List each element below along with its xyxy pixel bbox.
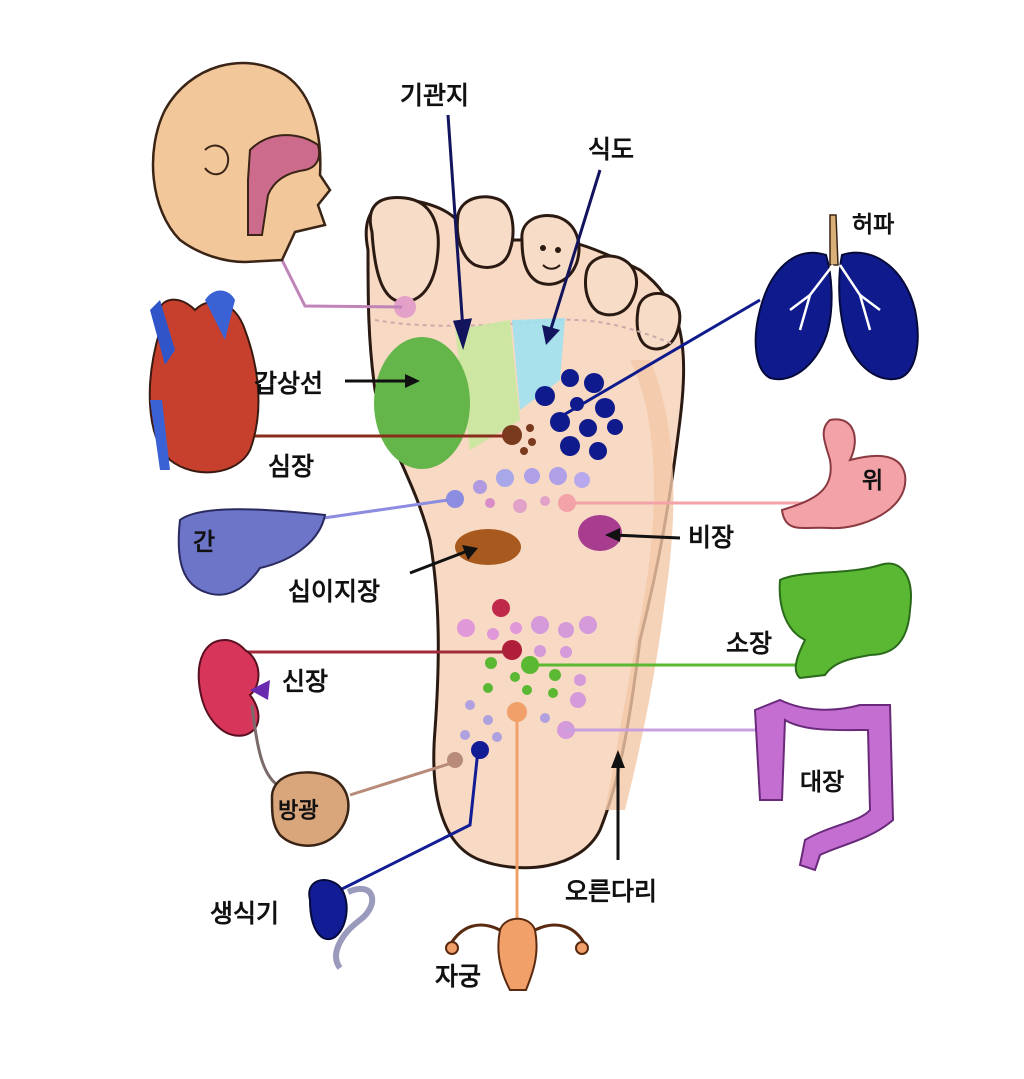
kidney-icon xyxy=(197,638,286,792)
arrows xyxy=(345,114,681,860)
lung-connector xyxy=(554,298,761,422)
lung-icon xyxy=(754,214,919,381)
spleen-zone xyxy=(578,515,622,551)
label-thyroid: 갑상선 xyxy=(254,369,323,398)
label-small-intestine: 소장 xyxy=(726,629,772,658)
label-large-intestine: 대장 xyxy=(800,768,844,796)
connector-lines xyxy=(235,239,830,925)
head-connector xyxy=(270,239,403,309)
liver-icon xyxy=(177,508,327,596)
label-liver: 간 xyxy=(193,528,215,556)
genitals-icon xyxy=(308,879,376,970)
liver-connector xyxy=(309,497,456,522)
small-intestine-icon xyxy=(778,562,912,680)
esophagus-zone xyxy=(512,318,565,410)
label-kidney: 신장 xyxy=(282,667,328,696)
genitals-connector xyxy=(339,749,480,892)
duodenum-zone xyxy=(455,529,521,565)
uterus-icon xyxy=(445,917,589,991)
label-genitals: 생식기 xyxy=(210,899,279,928)
stomach-icon xyxy=(780,418,907,530)
bronchi-zone xyxy=(455,320,520,450)
lower-dots xyxy=(394,296,597,768)
label-esophagus: 식도 xyxy=(588,135,634,164)
label-spleen: 비장 xyxy=(688,523,734,552)
label-bronchi: 기관지 xyxy=(400,81,469,110)
label-lung: 허파 xyxy=(852,212,894,238)
label-uterus: 자궁 xyxy=(435,962,481,991)
label-heart: 심장 xyxy=(268,452,314,481)
label-duodenum: 십이지장 xyxy=(288,577,380,606)
foot-icon xyxy=(364,195,686,870)
label-stomach: 위 xyxy=(862,468,883,494)
head-icon xyxy=(151,61,332,264)
heart-dots xyxy=(502,424,536,455)
label-bladder: 방광 xyxy=(278,799,318,824)
bladder-icon xyxy=(270,771,350,847)
label-right-leg: 오른다리 xyxy=(565,877,657,906)
heart-icon xyxy=(148,290,260,474)
large-intestine-icon xyxy=(753,698,895,872)
thyroid-zone xyxy=(374,337,470,469)
bladder-connector xyxy=(349,760,456,797)
